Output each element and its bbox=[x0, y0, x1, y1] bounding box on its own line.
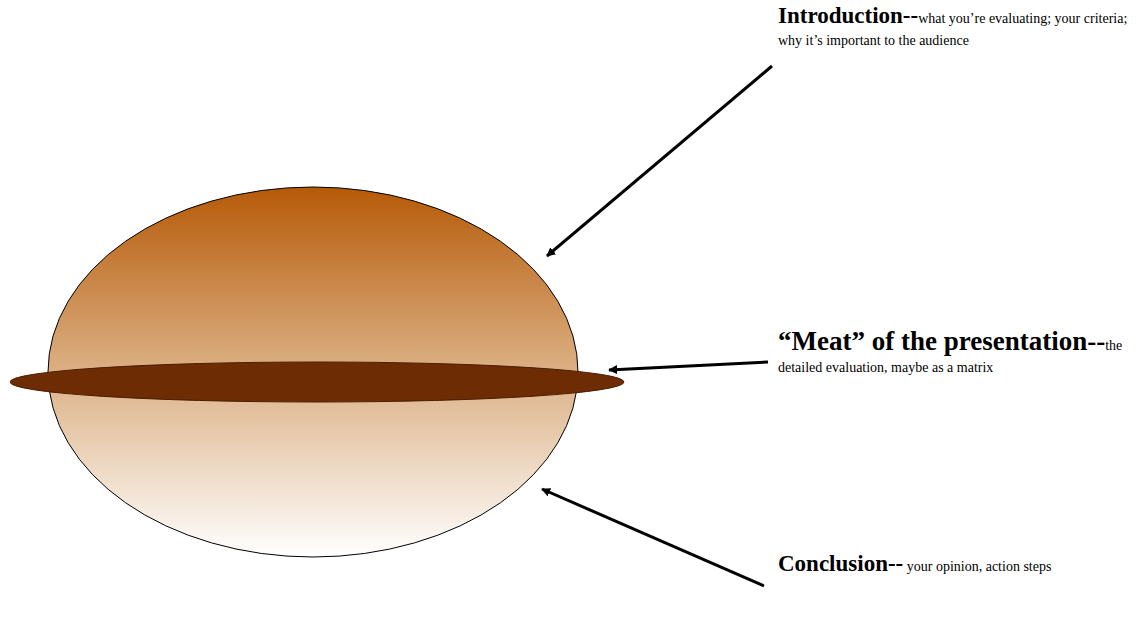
callout-heading: Conclusion-- bbox=[778, 551, 903, 576]
callout-heading: “Meat” of the presentation-- bbox=[778, 326, 1105, 356]
callout-text: Conclusion-- your opinion, action steps bbox=[778, 550, 1133, 578]
meat-layer bbox=[10, 362, 624, 402]
leader-arrow bbox=[547, 66, 772, 256]
callout-text: “Meat” of the presentation--the detailed… bbox=[778, 325, 1133, 377]
leader-arrow bbox=[542, 489, 764, 586]
callout-heading: Introduction-- bbox=[778, 3, 918, 28]
callout-note: your opinion, action steps bbox=[903, 559, 1051, 574]
leader-arrow bbox=[609, 362, 768, 370]
callout-text: Introduction--what you’re evaluating; yo… bbox=[778, 2, 1133, 49]
